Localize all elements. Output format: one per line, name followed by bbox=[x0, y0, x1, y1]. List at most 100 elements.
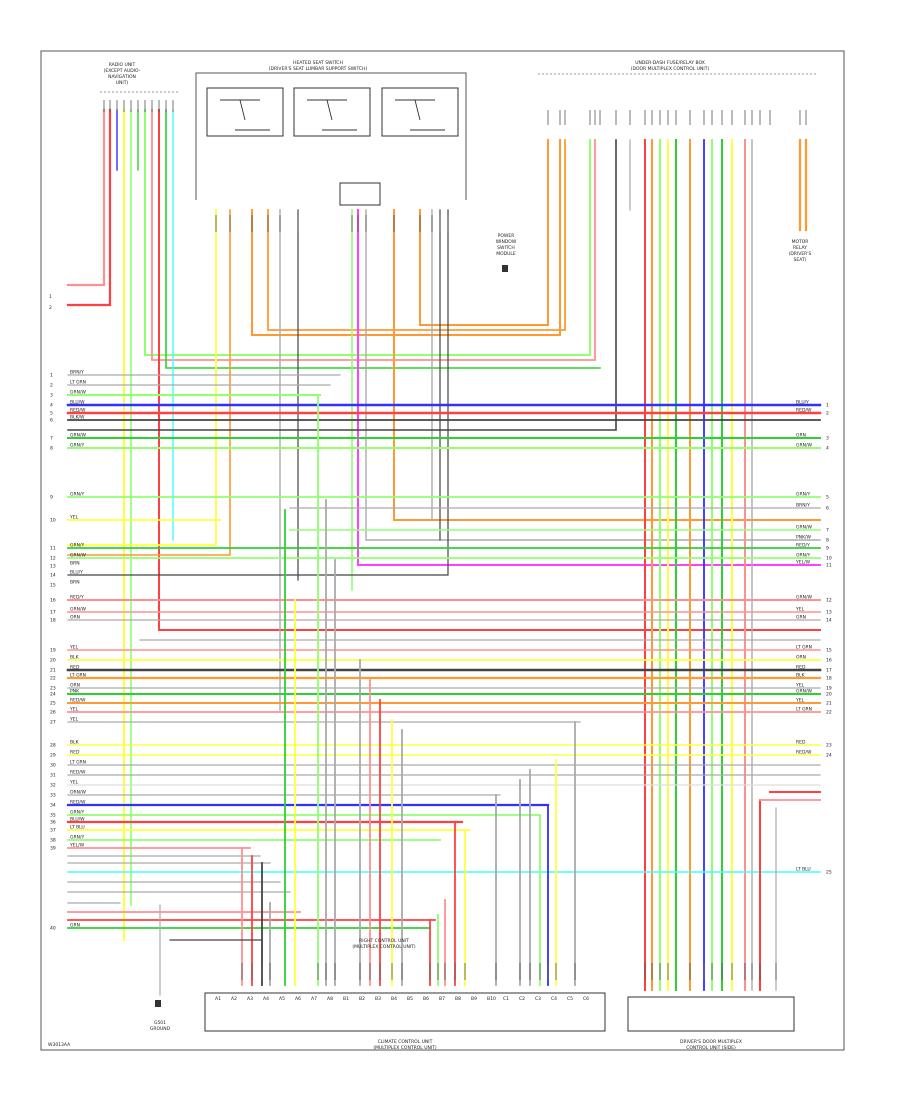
pin-label: C4 bbox=[551, 996, 557, 1002]
row-label-left: GRN/Y bbox=[70, 443, 84, 449]
climate-ctl-top-label: RIGHT CONTROL UNIT bbox=[359, 938, 409, 944]
wire-orange-right bbox=[393, 209, 821, 521]
row-label-left: RED/W bbox=[70, 698, 86, 704]
row-label-left: LT GRN bbox=[70, 760, 86, 766]
row-number-left: 28 bbox=[50, 743, 56, 749]
row-number-right: 18 bbox=[826, 676, 832, 682]
row-number-left: 38 bbox=[50, 838, 56, 844]
row-number-left: 27 bbox=[50, 720, 56, 726]
row-number-left: 30 bbox=[50, 763, 56, 769]
ground-label: G501 bbox=[154, 1020, 166, 1026]
diagram-border bbox=[40, 50, 845, 1051]
row-label-left: BLK bbox=[70, 655, 80, 661]
pin-label: C5 bbox=[567, 996, 573, 1002]
row-number-left: 21 bbox=[50, 668, 56, 674]
row-label-right: GRN bbox=[796, 433, 806, 439]
wire bbox=[67, 209, 231, 556]
row-label-left: GRN/Y bbox=[70, 492, 84, 498]
wire bbox=[419, 139, 549, 326]
row-number-left: 29 bbox=[50, 753, 56, 759]
ground-line: GROUND bbox=[150, 1026, 171, 1032]
row-number-left: 5 bbox=[50, 411, 53, 417]
row-number-left: 37 bbox=[50, 828, 56, 834]
row-number-right: 14 bbox=[826, 618, 832, 624]
motor-relay-label: MOTOR bbox=[792, 239, 809, 245]
pin-label: B10 bbox=[487, 996, 496, 1002]
driver-door-control-unit: DRIVER'S DOOR MULTIPLEX CONTROL UNIT (SI… bbox=[627, 996, 795, 1051]
row-number-left: 20 bbox=[50, 658, 56, 664]
row-number-right: 4 bbox=[826, 446, 829, 452]
row-number-left: 2 bbox=[50, 383, 53, 389]
row-number-left: 7 bbox=[50, 436, 53, 442]
row-label-right: YEL/W bbox=[795, 560, 811, 566]
motor-relay: MOTOR RELAY (DRIVER'S SEAT) bbox=[789, 239, 812, 263]
row-label-left: BRN/Y bbox=[70, 370, 84, 376]
row-label-left: PNK bbox=[70, 689, 80, 695]
wire bbox=[251, 139, 561, 336]
heated-seat-switch: HEATED SEAT SWITCH (DRIVER'S SEAT LUMBAR… bbox=[195, 60, 467, 206]
row-number-right: 13 bbox=[826, 610, 832, 616]
row-label-left: YEL bbox=[69, 645, 79, 651]
row-label-left: BLK/W bbox=[70, 415, 85, 421]
pin-label: B8 bbox=[455, 996, 461, 1002]
row-label-left: BLU/Y bbox=[70, 570, 83, 576]
row-label-left: RED bbox=[70, 750, 80, 756]
row-number-left: 25 bbox=[50, 701, 56, 707]
row-number-left: 24 bbox=[50, 692, 56, 698]
row-label-right: RED/W bbox=[796, 408, 812, 414]
wire-magenta bbox=[357, 209, 821, 566]
row-number-right: 17 bbox=[826, 668, 832, 674]
power-window-switch: POWER WINDOW SWITCH MODULE bbox=[496, 233, 517, 272]
row-number-left: 8 bbox=[50, 446, 53, 452]
row-label-left: RED/W bbox=[70, 770, 86, 776]
pin-label: B4 bbox=[391, 996, 397, 1002]
window-sw-line: WINDOW bbox=[496, 239, 517, 245]
row-number-left: 6 bbox=[50, 418, 53, 424]
window-sw-label: POWER bbox=[498, 233, 515, 239]
row-label-left: BLU/W bbox=[70, 400, 85, 406]
row-label-left: LT GRN bbox=[70, 673, 86, 679]
wire bbox=[144, 109, 591, 356]
row-label-left: YEL/W bbox=[69, 843, 85, 849]
row-label-left: YEL bbox=[69, 707, 79, 713]
door-ctl-label: DRIVER'S DOOR MULTIPLEX bbox=[680, 1039, 742, 1045]
row-label-left: BRN bbox=[70, 561, 80, 567]
row-number-left: 16 bbox=[50, 598, 56, 604]
row-number-right: 19 bbox=[826, 686, 832, 692]
window-sw-line: SWITCH bbox=[497, 245, 515, 251]
pin-label: A2 bbox=[231, 996, 237, 1002]
wire-radio-pink bbox=[66, 108, 106, 287]
row-number-left: 26 bbox=[50, 710, 56, 716]
row-label-left: YEL bbox=[69, 717, 79, 723]
row-number-left: 3 bbox=[50, 393, 53, 399]
row-label-left: RED/W bbox=[70, 408, 86, 414]
climate-ctl-sub: (MULTIPLEX CONTROL UNIT) bbox=[373, 1045, 437, 1051]
pin-label: C2 bbox=[519, 996, 525, 1002]
row-number-left: 33 bbox=[50, 793, 56, 799]
row-label-right: GRN/Y bbox=[796, 492, 810, 498]
pin-label: A8 bbox=[327, 996, 333, 1002]
pin-label: A5 bbox=[279, 996, 285, 1002]
row-label-right: RED/Y bbox=[796, 543, 810, 549]
wire-radio-red bbox=[66, 108, 112, 307]
row-number-left: 32 bbox=[50, 783, 56, 789]
row-label-left: BLU/W bbox=[70, 817, 85, 823]
row-label-right: RED bbox=[796, 740, 806, 746]
row-number-right: 7 bbox=[826, 528, 829, 534]
climate-control-unit: CLIMATE CONTROL UNIT (MULTIPLEX CONTROL … bbox=[204, 938, 606, 1051]
row-number-right: 15 bbox=[826, 648, 832, 654]
door-ctl-sub: CONTROL UNIT (SIDE) bbox=[686, 1045, 736, 1051]
row-label-left: LT BLU bbox=[70, 825, 85, 831]
pin-label: B2 bbox=[359, 996, 365, 1002]
row-label-left: LT GRN bbox=[70, 380, 86, 386]
row-label-left: BRN bbox=[70, 580, 80, 586]
fuse-box-sub: (DOOR MULTIPLEX CONTROL UNIT) bbox=[631, 66, 710, 72]
row-number-right: 8 bbox=[826, 538, 829, 544]
row-number-right: 3 bbox=[826, 436, 829, 442]
seat-switch-sub: (DRIVER'S SEAT LUMBAR SUPPORT SWITCH) bbox=[269, 66, 368, 72]
row-number-left: 23 bbox=[50, 686, 56, 692]
page-code: W3013AA bbox=[48, 1042, 71, 1048]
wire-red-long bbox=[158, 109, 821, 631]
wire-layer bbox=[66, 100, 822, 996]
